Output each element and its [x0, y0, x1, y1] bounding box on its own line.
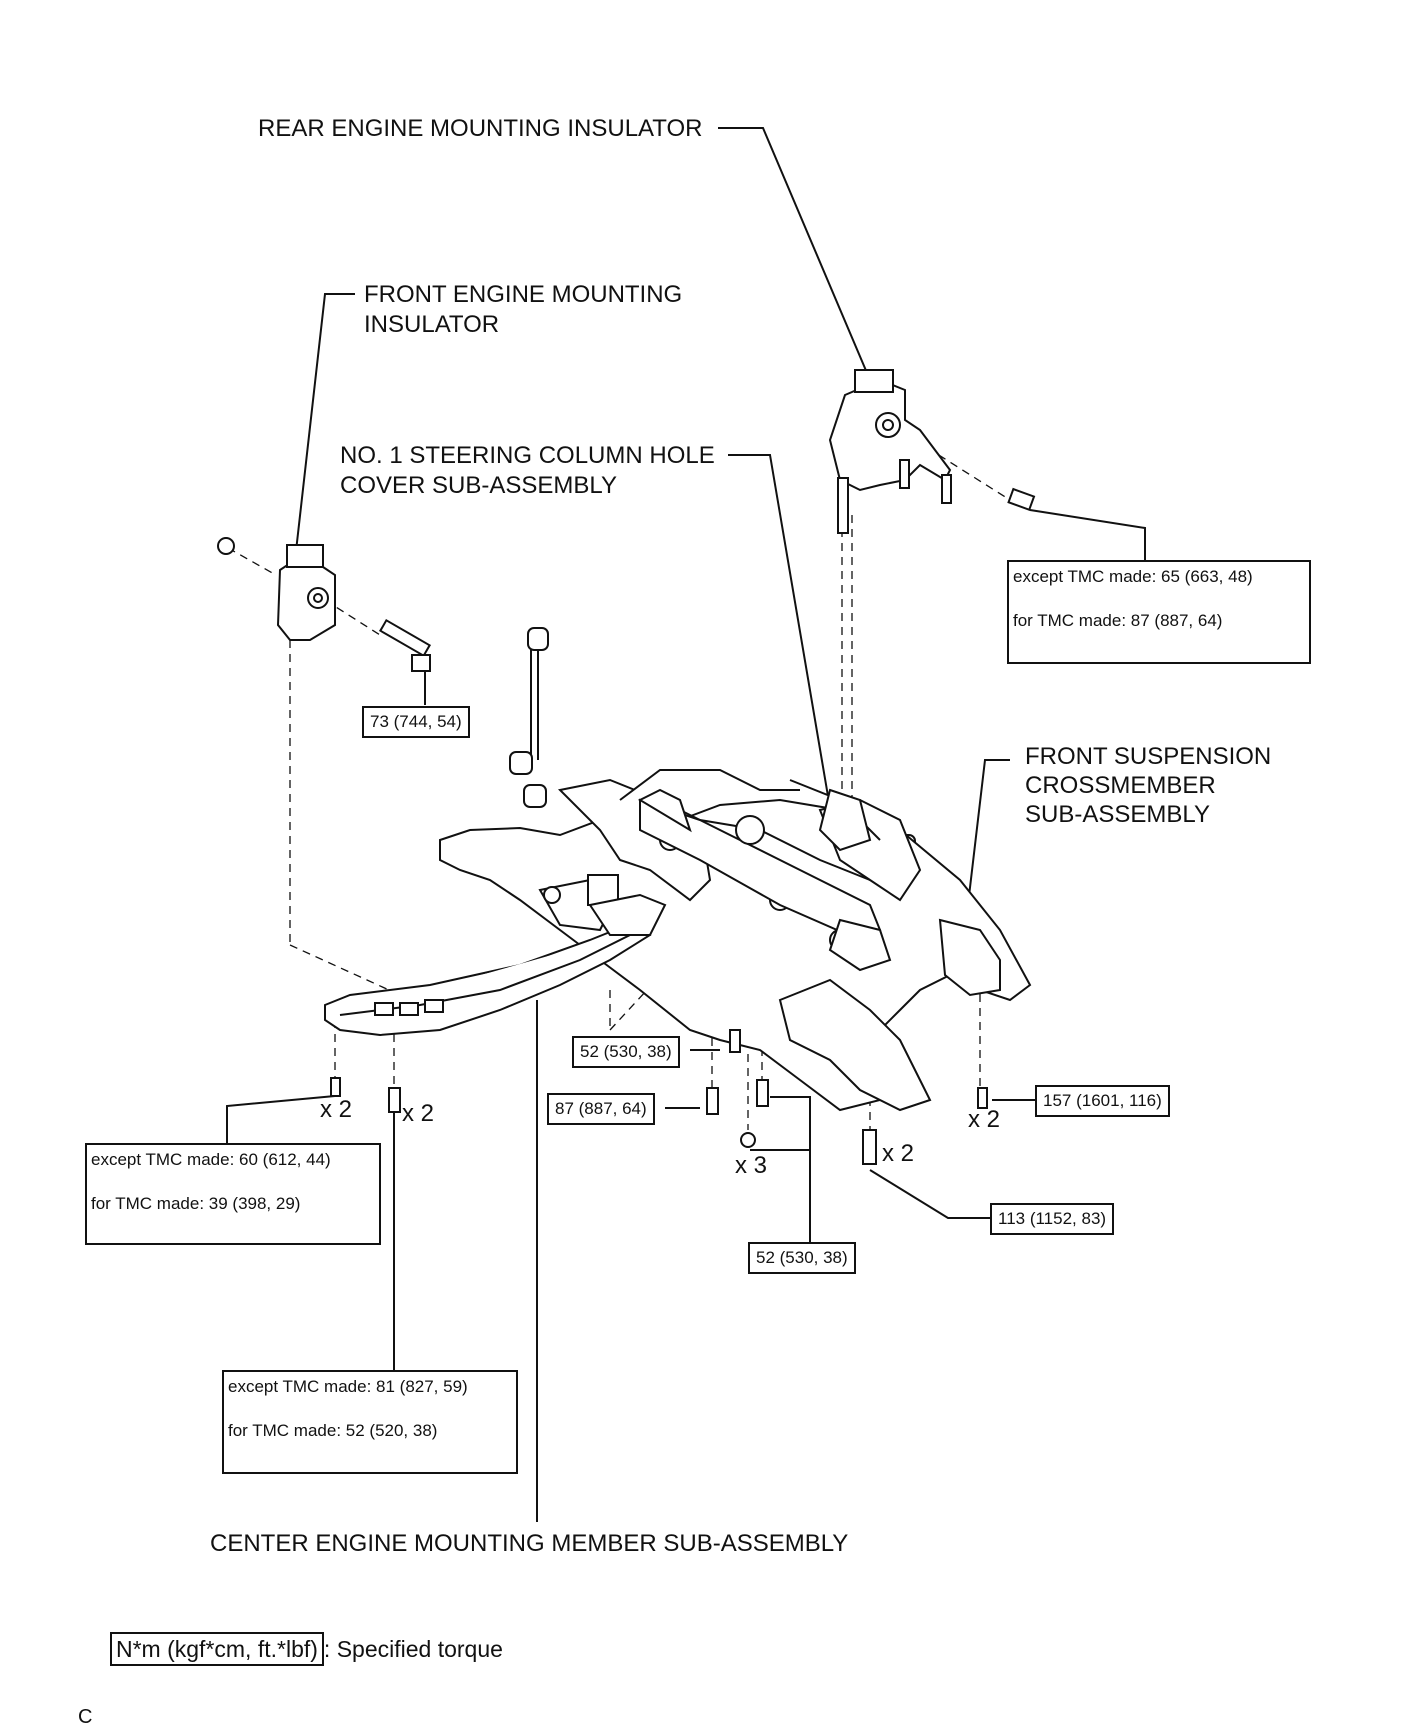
corner-mark: C	[78, 1706, 93, 1728]
legend-text: : Specified torque	[323, 1636, 503, 1662]
bolt-center-right	[388, 1087, 401, 1113]
label-center-member: CENTER ENGINE MOUNTING MEMBER SUB-ASSEMB…	[210, 1530, 849, 1557]
label-crossmember-1: FRONT SUSPENSION	[1025, 743, 1272, 770]
label-crossmember-3: SUB-ASSEMBLY	[1025, 801, 1210, 828]
torque-center-left-tmc: for TMC made: 39 (398, 29)	[91, 1194, 301, 1213]
torque-52-upper: 52 (530, 38)	[572, 1036, 680, 1068]
legend-unit-box: N*m (kgf*cm, ft.*lbf)	[110, 1632, 324, 1666]
bolt-center-left	[330, 1077, 341, 1097]
leader-rear-insulator	[718, 127, 871, 381]
torque-center-right: except TMC made: 81 (827, 59) for TMC ma…	[222, 1370, 518, 1474]
torque-113: 113 (1152, 83)	[990, 1203, 1115, 1235]
torque-52-lower: 52 (530, 38)	[748, 1242, 856, 1274]
torque-front-mount: 73 (744, 54)	[362, 706, 470, 738]
label-rear-insulator: REAR ENGINE MOUNTING INSULATOR	[258, 115, 703, 142]
label-front-insulator-2: INSULATOR	[364, 311, 500, 338]
crossmember-body	[439, 769, 1032, 1112]
torque-center-left-except: except TMC made: 60 (612, 44)	[91, 1150, 331, 1169]
torque-rear-mount-tmc: for TMC made: 87 (887, 64)	[1013, 611, 1223, 630]
qty-center-left: x 2	[320, 1096, 353, 1123]
torque-center-right-tmc: for TMC made: 52 (520, 38)	[228, 1421, 438, 1440]
torque-rear-mount: except TMC made: 65 (663, 48) for TMC ma…	[1007, 560, 1311, 664]
steering-rack	[637, 788, 892, 972]
bolt-87	[706, 1087, 719, 1115]
bolt-157	[977, 1087, 988, 1109]
torque-157: 157 (1601, 116)	[1035, 1085, 1170, 1117]
qty-113: x 2	[882, 1140, 915, 1167]
nut-x3	[740, 1132, 756, 1148]
leader-center-left	[226, 1095, 336, 1143]
qty-157: x 2	[968, 1106, 1001, 1133]
bolt-52-upper	[729, 1029, 741, 1053]
qty-center-right: x 2	[402, 1100, 435, 1127]
rear-mount-insulator	[828, 369, 1036, 534]
torque-87: 87 (887, 64)	[547, 1093, 655, 1125]
qty-nut: x 3	[735, 1152, 768, 1179]
leader-52-lower	[770, 1096, 811, 1248]
leader-front-insulator	[294, 293, 355, 561]
bolt-113	[862, 1129, 877, 1165]
bolt-52-lower	[756, 1079, 769, 1107]
torque-center-right-except: except TMC made: 81 (827, 59)	[228, 1377, 468, 1396]
torque-legend: N*m (kgf*cm, ft.*lbf): Specified torque	[110, 1632, 503, 1666]
bolts	[330, 1029, 988, 1165]
label-steering-cover-1: NO. 1 STEERING COLUMN HOLE	[340, 442, 715, 469]
leader-steering-cover	[728, 454, 831, 809]
center-mount-member	[324, 893, 667, 1037]
leader-113	[869, 1169, 990, 1219]
torque-rear-mount-except: except TMC made: 65 (663, 48)	[1013, 567, 1253, 586]
torque-center-left: except TMC made: 60 (612, 44) for TMC ma…	[85, 1143, 381, 1245]
front-mount-insulator	[217, 537, 432, 672]
label-front-insulator-1: FRONT ENGINE MOUNTING	[364, 281, 683, 308]
label-crossmember-2: CROSSMEMBER	[1025, 772, 1216, 799]
label-steering-cover-2: COVER SUB-ASSEMBLY	[340, 472, 617, 499]
leader-rear-torque	[1029, 509, 1146, 565]
leader-crossmember	[964, 759, 1010, 931]
stabilizer-link-left	[509, 627, 549, 808]
